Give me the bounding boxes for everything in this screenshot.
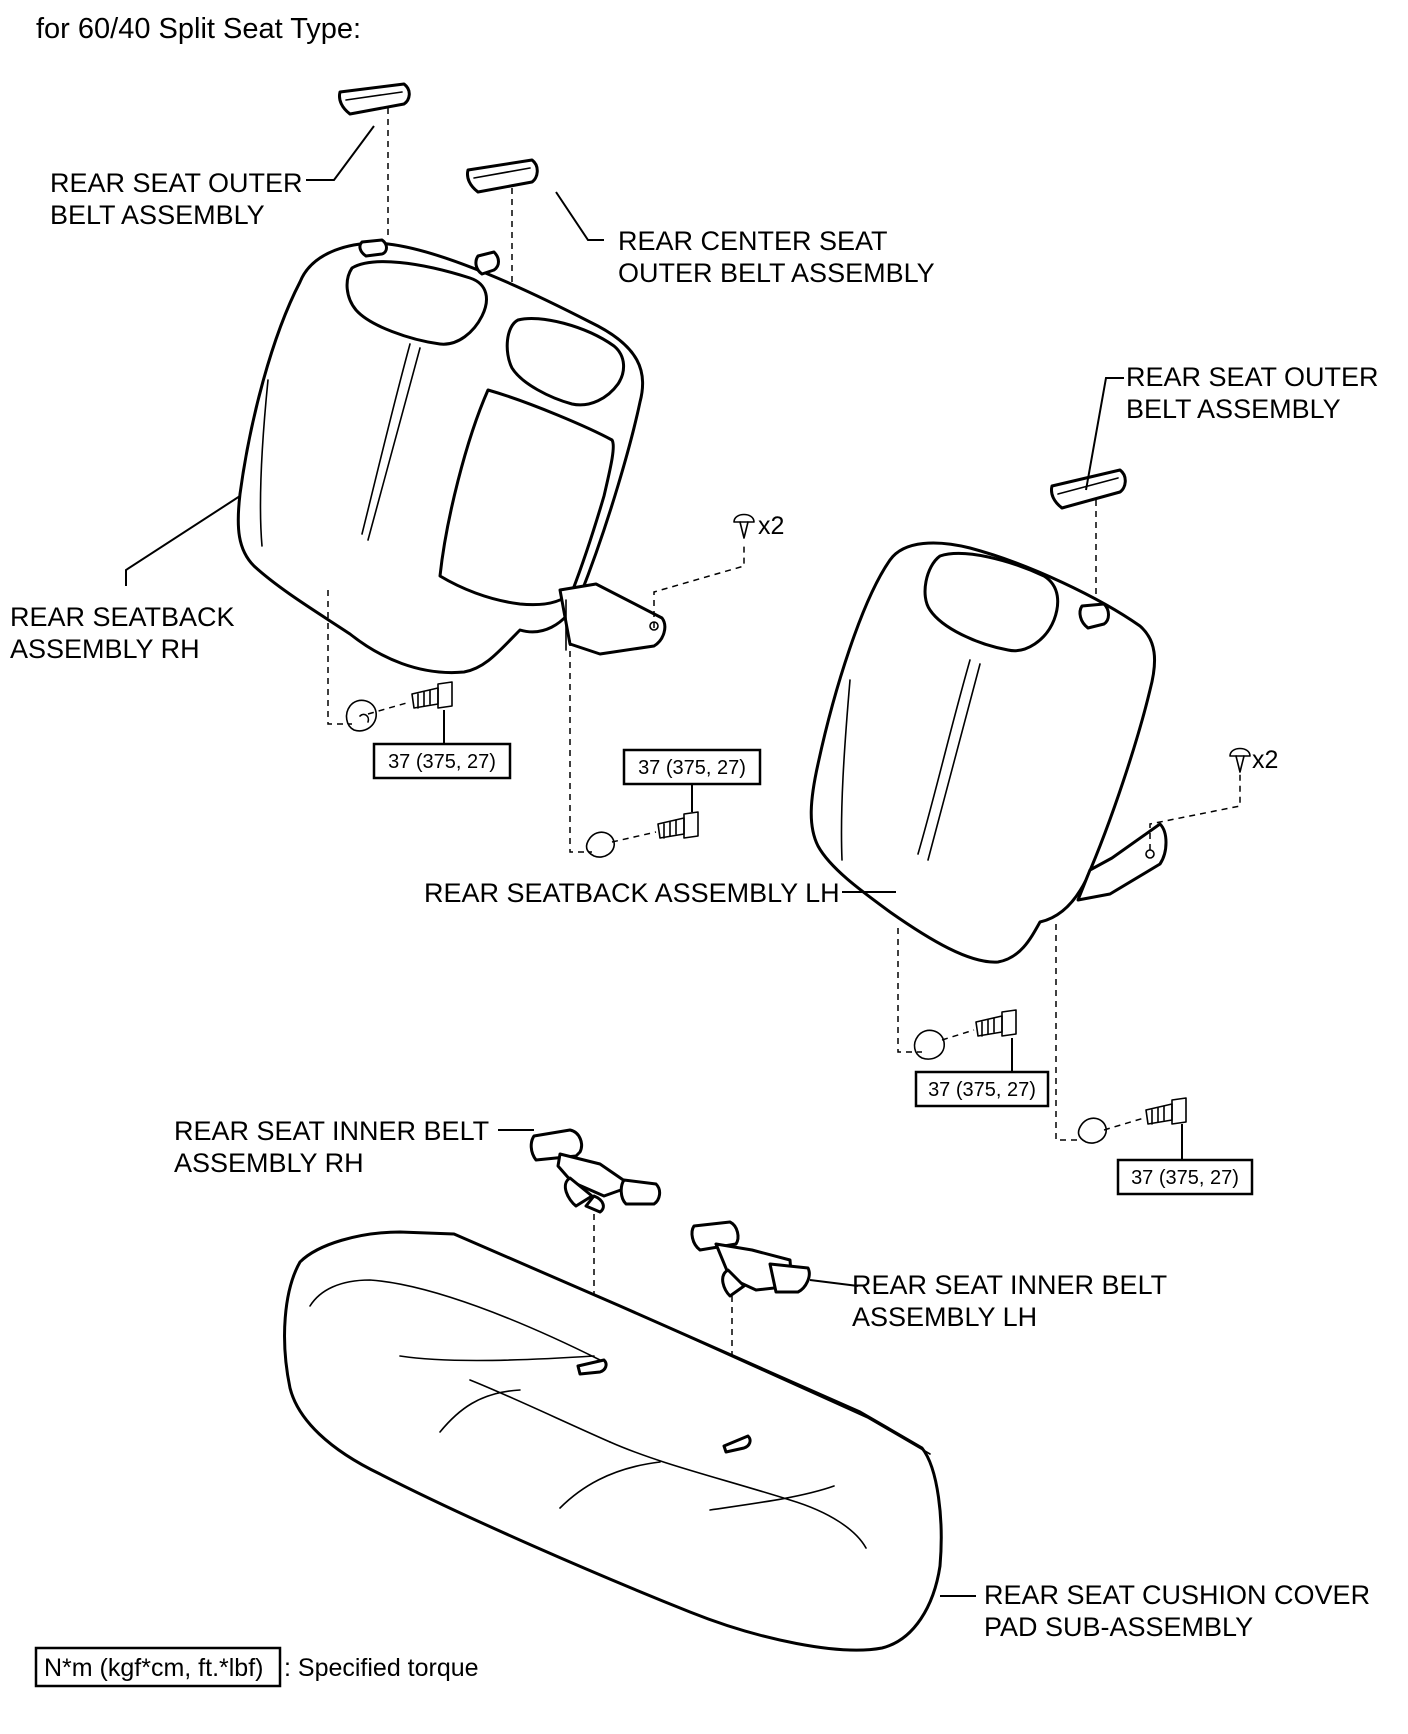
bolt-icon-lh-1 [975,1009,1017,1037]
torque-box-1 [372,742,512,780]
legend-torque-box [34,1646,282,1688]
rear-center-seat-outer-belt-part [466,158,539,310]
bolt-icon-rh-1 [411,681,453,709]
seatback-rh-lower-bracket [345,699,377,732]
rear-seat-outer-belt-rh-part [338,82,411,236]
label-rear-seat-inner-belt-lh-line2: ASSEMBLY LH [852,1302,1037,1332]
label-rear-seatback-lh: REAR SEATBACK ASSEMBLY LH [424,878,840,908]
label-rear-seat-outer-belt-lh-line1: REAR SEAT OUTER [1126,362,1379,392]
label-rear-seatback-rh-line2: ASSEMBLY RH [10,634,200,664]
seatback-lh-lower-bracket-2 [1077,1117,1107,1144]
bolt-icon-lh-2 [1145,1097,1187,1125]
legend-unit: N*m (kgf*cm, ft.*lbf) [44,1654,263,1682]
torque-value-2: 37 (375, 27) [638,757,746,779]
label-rear-seatback-rh-line1: REAR SEATBACK [10,602,235,632]
torque-value-4: 37 (375, 27) [1131,1167,1239,1189]
label-rear-seat-cushion-line1: REAR SEAT CUSHION COVER [984,1580,1370,1610]
label-rear-center-seat-outer-belt-line1: REAR CENTER SEAT [618,226,888,256]
clip-qty-rh: x2 [758,512,784,540]
torque-box-3 [914,1070,1050,1108]
torque-value-1: 37 (375, 27) [388,751,496,773]
torque-box-2 [622,748,762,786]
label-rear-seat-outer-belt-rh-line1: REAR SEAT OUTER [50,168,303,198]
label-rear-seat-outer-belt-lh-line2: BELT ASSEMBLY [1126,394,1341,424]
clip-qty-lh: x2 [1252,746,1278,774]
clip-icon-lh [1229,747,1251,773]
rear-seatback-rh-part [236,238,667,675]
seatback-lh-lower-bracket [913,1029,945,1060]
seatback-rh-lower-bracket-2 [585,831,615,858]
label-rear-seat-outer-belt-rh-line2: BELT ASSEMBLY [50,200,265,230]
label-rear-seat-inner-belt-lh-line1: REAR SEAT INNER BELT [852,1270,1167,1300]
torque-value-3: 37 (375, 27) [928,1079,1036,1101]
diagram-title: for 60/40 Split Seat Type: [36,13,361,45]
rear-seat-inner-belt-lh-part [690,1220,811,1298]
label-rear-center-seat-outer-belt-line2: OUTER BELT ASSEMBLY [618,258,935,288]
rear-seat-cushion-part [283,1230,943,1652]
label-rear-seat-cushion-line2: PAD SUB-ASSEMBLY [984,1612,1253,1642]
bolt-icon-rh-2 [657,811,699,839]
rear-seat-inner-belt-rh-part [529,1128,662,1214]
torque-box-4 [1116,1158,1254,1196]
legend-text: : Specified torque [284,1654,479,1682]
label-rear-seat-inner-belt-rh-line1: REAR SEAT INNER BELT [174,1116,489,1146]
label-rear-seat-inner-belt-rh-line2: ASSEMBLY RH [174,1148,364,1178]
clip-icon-rh [733,513,755,539]
rear-seatback-lh-part [809,541,1168,964]
